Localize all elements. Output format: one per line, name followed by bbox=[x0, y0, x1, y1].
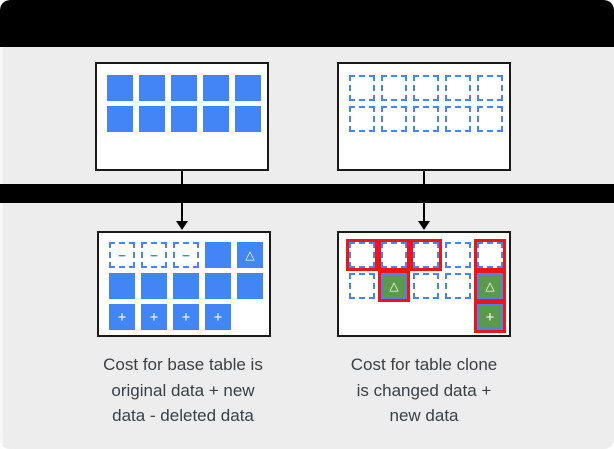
table-clone-after-panel: △ △ + bbox=[337, 231, 511, 337]
cell-blue bbox=[139, 75, 165, 101]
page-edge-highlight bbox=[0, 47, 3, 449]
arrow-down-icon bbox=[418, 221, 430, 230]
caption-line: Cost for base table is bbox=[103, 355, 263, 374]
caption-line: Cost for table clone bbox=[350, 355, 498, 374]
cell-blue bbox=[235, 106, 261, 132]
cell-dash bbox=[445, 106, 471, 132]
arrow-down-icon bbox=[176, 221, 188, 230]
cell-blue bbox=[107, 75, 133, 101]
cell-dash bbox=[349, 273, 375, 299]
cell-blue bbox=[235, 75, 261, 101]
base-table-before-panel bbox=[95, 62, 269, 171]
top-black-bar bbox=[0, 0, 614, 47]
cell-blue bbox=[173, 273, 199, 299]
cell-dash bbox=[445, 242, 471, 268]
cell-blue bbox=[205, 242, 231, 268]
delta-glyph: △ bbox=[485, 279, 495, 293]
delta-glyph: △ bbox=[245, 248, 255, 262]
cell-dash-red bbox=[378, 239, 410, 271]
cell-blue-plus: + bbox=[173, 304, 199, 330]
caption-line: is changed data + bbox=[356, 380, 492, 400]
minus-glyph: − bbox=[182, 247, 190, 263]
cell-dash bbox=[349, 75, 375, 101]
plus-glyph: + bbox=[117, 308, 127, 326]
caption-line: data - deleted data bbox=[112, 406, 254, 425]
cell-dash bbox=[381, 106, 407, 132]
cell-blue-delta: △ bbox=[237, 242, 263, 268]
caption-line: new data bbox=[389, 406, 459, 425]
cell-blue bbox=[171, 75, 197, 101]
plus-glyph: + bbox=[485, 308, 495, 326]
cell-dash bbox=[445, 273, 471, 299]
cell-blue-plus: + bbox=[205, 304, 231, 330]
table-clone-after-grid: △ △ + bbox=[346, 239, 506, 333]
cell-blue-plus: + bbox=[141, 304, 167, 330]
cell-blue-plus: + bbox=[109, 304, 135, 330]
base-table-after-panel: − − − △ + + + + bbox=[97, 231, 271, 337]
cell-dash-red bbox=[474, 239, 506, 271]
cell-blue bbox=[107, 106, 133, 132]
minus-glyph: − bbox=[150, 247, 158, 263]
plus-glyph: + bbox=[149, 308, 159, 326]
cell-blue bbox=[203, 106, 229, 132]
cell-dash-minus: − bbox=[141, 242, 167, 268]
cell-dash bbox=[413, 106, 439, 132]
middle-black-band bbox=[0, 184, 614, 203]
table-clone-before-grid bbox=[349, 75, 503, 132]
delta-glyph: △ bbox=[389, 279, 399, 293]
cell-dash bbox=[381, 75, 407, 101]
cell-dash-minus: − bbox=[173, 242, 199, 268]
table-clone-cost-caption: Cost for table clone is changed data + n… bbox=[294, 352, 554, 429]
minus-glyph: − bbox=[118, 247, 126, 263]
cell-dash bbox=[413, 273, 439, 299]
cell-blue bbox=[205, 273, 231, 299]
cell-dash bbox=[413, 75, 439, 101]
cell-dash bbox=[445, 75, 471, 101]
cell-dash bbox=[349, 106, 375, 132]
cell-green-plus: + bbox=[474, 301, 506, 333]
base-table-before-grid bbox=[107, 75, 261, 132]
cell-blue bbox=[203, 75, 229, 101]
base-table-after-grid: − − − △ + + + + bbox=[109, 242, 263, 330]
cell-blue bbox=[171, 106, 197, 132]
cell-dash bbox=[477, 75, 503, 101]
cell-blue bbox=[109, 273, 135, 299]
cell-blue bbox=[237, 273, 263, 299]
cell-dash-minus: − bbox=[109, 242, 135, 268]
cell-green-delta: △ bbox=[378, 270, 410, 302]
cell-dash-red bbox=[410, 239, 442, 271]
plus-glyph: + bbox=[181, 308, 191, 326]
table-clone-before-panel bbox=[337, 62, 511, 171]
cell-dash-red bbox=[346, 239, 378, 271]
cell-green-delta: △ bbox=[474, 270, 506, 302]
cell-blue bbox=[141, 273, 167, 299]
plus-glyph: + bbox=[213, 308, 223, 326]
caption-line: original data + new bbox=[111, 380, 255, 400]
cell-blue bbox=[139, 106, 165, 132]
base-table-cost-caption: Cost for base table is original data + n… bbox=[53, 352, 313, 429]
cell-dash bbox=[477, 106, 503, 132]
